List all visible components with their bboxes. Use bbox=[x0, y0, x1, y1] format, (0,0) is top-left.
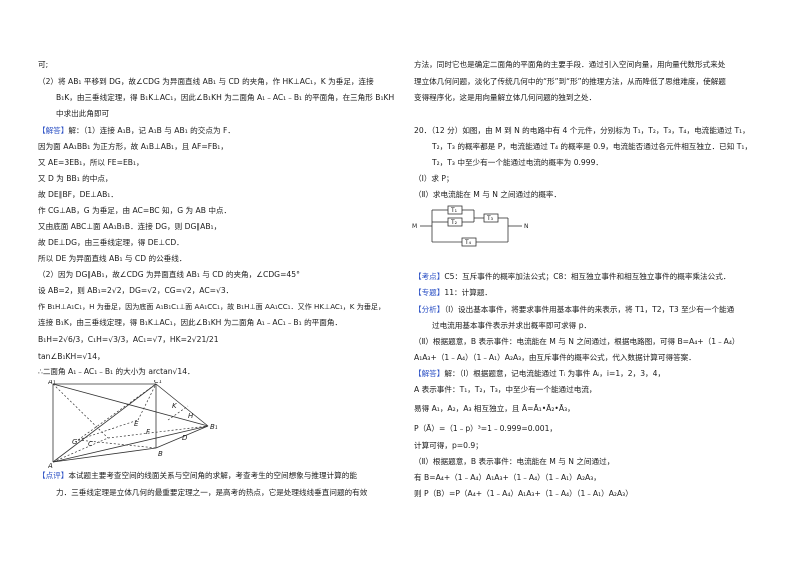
text-line: （Ⅱ）根据题意，B 表示事件：电流能在 M 与 N 之间通过，根据电路图，可得 … bbox=[414, 337, 740, 346]
answer-line: 【解答】解：（Ⅰ）根据题意，记电流能通过 Tᵢ 为事件 Aᵢ，i=1，2，3，4… bbox=[414, 369, 666, 378]
text-line: （2）因为 DG∥AB₁，故∠CDG 为异面直线 AB₁ 与 CD 的夹角，∠C… bbox=[38, 270, 300, 279]
text-line: 故 DE⊥DG，由三垂线定理，得 DE⊥CD． bbox=[38, 238, 184, 247]
text-line: 设 AB=2，则 AB₁=2√2，DG=√2，CG=√2，AC=√3． bbox=[38, 286, 234, 295]
text-line: 易得 A₁，A₂，A₃ 相互独立，且 Ā=Ā₁•Ā₂•Ā₃， bbox=[414, 404, 575, 413]
vertex-label: C₁ bbox=[154, 380, 162, 385]
text-line: 故 DE∥BF，DE⊥AB₁． bbox=[38, 190, 118, 199]
component-t3: T₃ bbox=[486, 215, 494, 222]
text-line: 可; bbox=[38, 60, 49, 69]
formula-line: B₁H=2√6/3，C₁H=√3/3，AC₁=√7，HK=2√21/21 bbox=[38, 335, 219, 344]
section-heading: 【解答】 bbox=[38, 126, 69, 135]
vertex-label: A₁ bbox=[48, 380, 56, 386]
text-line: （Ⅱ）根据题意，B 表示事件：电流能在 M 与 N 之间通过， bbox=[414, 457, 615, 466]
section-heading: 【专题】 bbox=[414, 288, 445, 297]
vertex-label: D bbox=[182, 434, 188, 442]
vertex-label: F bbox=[146, 428, 151, 436]
text-line: 所以 DE 为异面直线 AB₁ 与 CD 的公垂线． bbox=[38, 254, 187, 263]
vertex-label: A bbox=[48, 462, 53, 468]
text-line: 理立体几何问题，淡化了传统几何中的“形”到“形”的推理方法，从而降低了思维难度，… bbox=[414, 77, 726, 86]
text-line: （Ⅱ）求电流能在 M 与 N 之间通过的概率． bbox=[414, 190, 562, 199]
text-line: 变得程序化，这是用向量解立体几何问题的独到之处． bbox=[414, 93, 597, 102]
conclusion-line: ∴二面角 A₁﹣AC₁﹣B₁ 的大小为 arctan√14． bbox=[38, 367, 195, 376]
text-line: 方法，同时它也是确定二面角的平面角的主要手段．通过引入空间向量，用向量代数形式来… bbox=[414, 60, 726, 69]
prism-figure: A₁ C₁ B₁ A B C D E F G H K bbox=[48, 380, 218, 468]
formula-line: P（Ā）=（1﹣p）³=1﹣0.999=0.001， bbox=[414, 424, 558, 433]
circuit-node-m: M bbox=[412, 223, 417, 230]
formula-line: tan∠B₁KH=√14， bbox=[38, 352, 105, 361]
vertex-label: E bbox=[134, 420, 139, 428]
text-line: T₂，T₃ 中至少有一个能通过电流的概率为 0.999． bbox=[432, 158, 604, 167]
text-line: 过电流用基本事件表示并求出概率即可求得 p． bbox=[432, 321, 592, 330]
text-line: 因为面 AA₁BB₁ 为正方形，故 A₁B⊥AB₁，且 AF=FB₁， bbox=[38, 142, 228, 151]
formula-line: 则 P（B）=P（A₄+（1﹣A₄）A₁A₃+（1﹣A₄）（1﹣A₁）A₂A₃） bbox=[414, 489, 633, 498]
text-line: （2）将 AB₁ 平移到 DG，故∠CDG 为异面直线 AB₁ 与 CD 的夹角… bbox=[38, 77, 374, 86]
text-line: 中求出此角即可 bbox=[56, 109, 110, 118]
vertex-label: C bbox=[88, 440, 93, 448]
component-t4: T₄ bbox=[464, 239, 472, 246]
vertex-label: B bbox=[158, 450, 163, 458]
text-line: 计算可得，p=0.9； bbox=[414, 441, 483, 450]
comment-line: 【点评】本试题主要考查空间的线面关系与空间角的求解，考查考生的空间想象与推理计算… bbox=[38, 471, 357, 480]
circuit-figure: M N T₁ T₂ T₃ T₄ bbox=[412, 204, 582, 254]
text-line: T₂，T₃ 的概率都是 P，电流能通过 T₄ 的概率是 0.9，电流能否通过各元… bbox=[432, 142, 753, 151]
text-line: 作 B₁H⊥A₁C₁，H 为垂足，因为底面 A₁B₁C₁⊥面 AA₁CC₁，故 … bbox=[38, 302, 386, 311]
text-line: A₁A₃+（1﹣A₄）（1﹣A₁）A₂A₃，由互斥事件的概率公式，代入数据计算可… bbox=[414, 353, 696, 362]
vertex-label: G bbox=[72, 438, 78, 446]
vertex-label: B₁ bbox=[210, 423, 218, 431]
text-line: A 表示事件：T₁，T₂，T₃，中至少有一个能通过电流， bbox=[414, 385, 597, 394]
vertex-label: K bbox=[172, 402, 178, 410]
circuit-node-n: N bbox=[524, 223, 529, 230]
text-line: 又 AE=3EB₁，所以 FE=EB₁， bbox=[38, 158, 144, 167]
component-t2: T₂ bbox=[450, 219, 458, 226]
text-line: 又 D 为 BB₁ 的中点， bbox=[38, 174, 113, 183]
analysis-line: 【分析】（Ⅰ）设出基本事件，将要求事件用基本事件的来表示，将 T1，T2，T3 … bbox=[414, 305, 735, 314]
text-line: 连接 B₁K，由三垂线定理，得 B₁K⊥AC₁，因此∠B₁KH 为二面角 A₁﹣… bbox=[38, 318, 343, 327]
vertex-label: H bbox=[188, 412, 194, 420]
question-title: 20．（12 分）如图，由 M 到 N 的电路中有 4 个元件，分别标为 T₁，… bbox=[414, 126, 750, 135]
text-line: 又由底面 ABC⊥面 AA₁B₁B．连接 DG，则 DG∥AB₁， bbox=[38, 222, 222, 231]
section-heading: 【分析】 bbox=[414, 305, 445, 314]
text-line: 作 CG⊥AB，G 为垂足，由 AC=BC 知，G 为 AB 中点． bbox=[38, 206, 232, 215]
formula-line: 有 B=A₄+（1﹣A₄）A₁A₃+（1﹣A₄）（1﹣A₁）A₂A₃， bbox=[414, 473, 601, 482]
component-t1: T₁ bbox=[450, 207, 458, 214]
text-line: B₁K，由三垂线定理，得 B₁K⊥AC₁，因此∠B₁KH 为二面角 A₁﹣AC₁… bbox=[56, 93, 395, 102]
text-line: （Ⅰ）求 P； bbox=[414, 174, 454, 183]
answer-line: 【解答】解：（1）连接 A₁B，记 A₁B 与 AB₁ 的交点为 F． bbox=[38, 126, 235, 135]
comment-line: 力．三垂线定理是立体几何的最重要定理之一，是高考的热点，它是处理线线垂直问题的有… bbox=[56, 488, 368, 497]
section-heading: 【考点】 bbox=[414, 272, 445, 281]
zhuanti-line: 【专题】11：计算题． bbox=[414, 288, 493, 297]
section-heading: 【点评】 bbox=[38, 471, 69, 480]
kaodian-line: 【考点】C5：互斥事件的概率加法公式；C8：相互独立事件和相互独立事件的概率乘法… bbox=[414, 272, 731, 281]
section-heading: 【解答】 bbox=[414, 369, 445, 378]
